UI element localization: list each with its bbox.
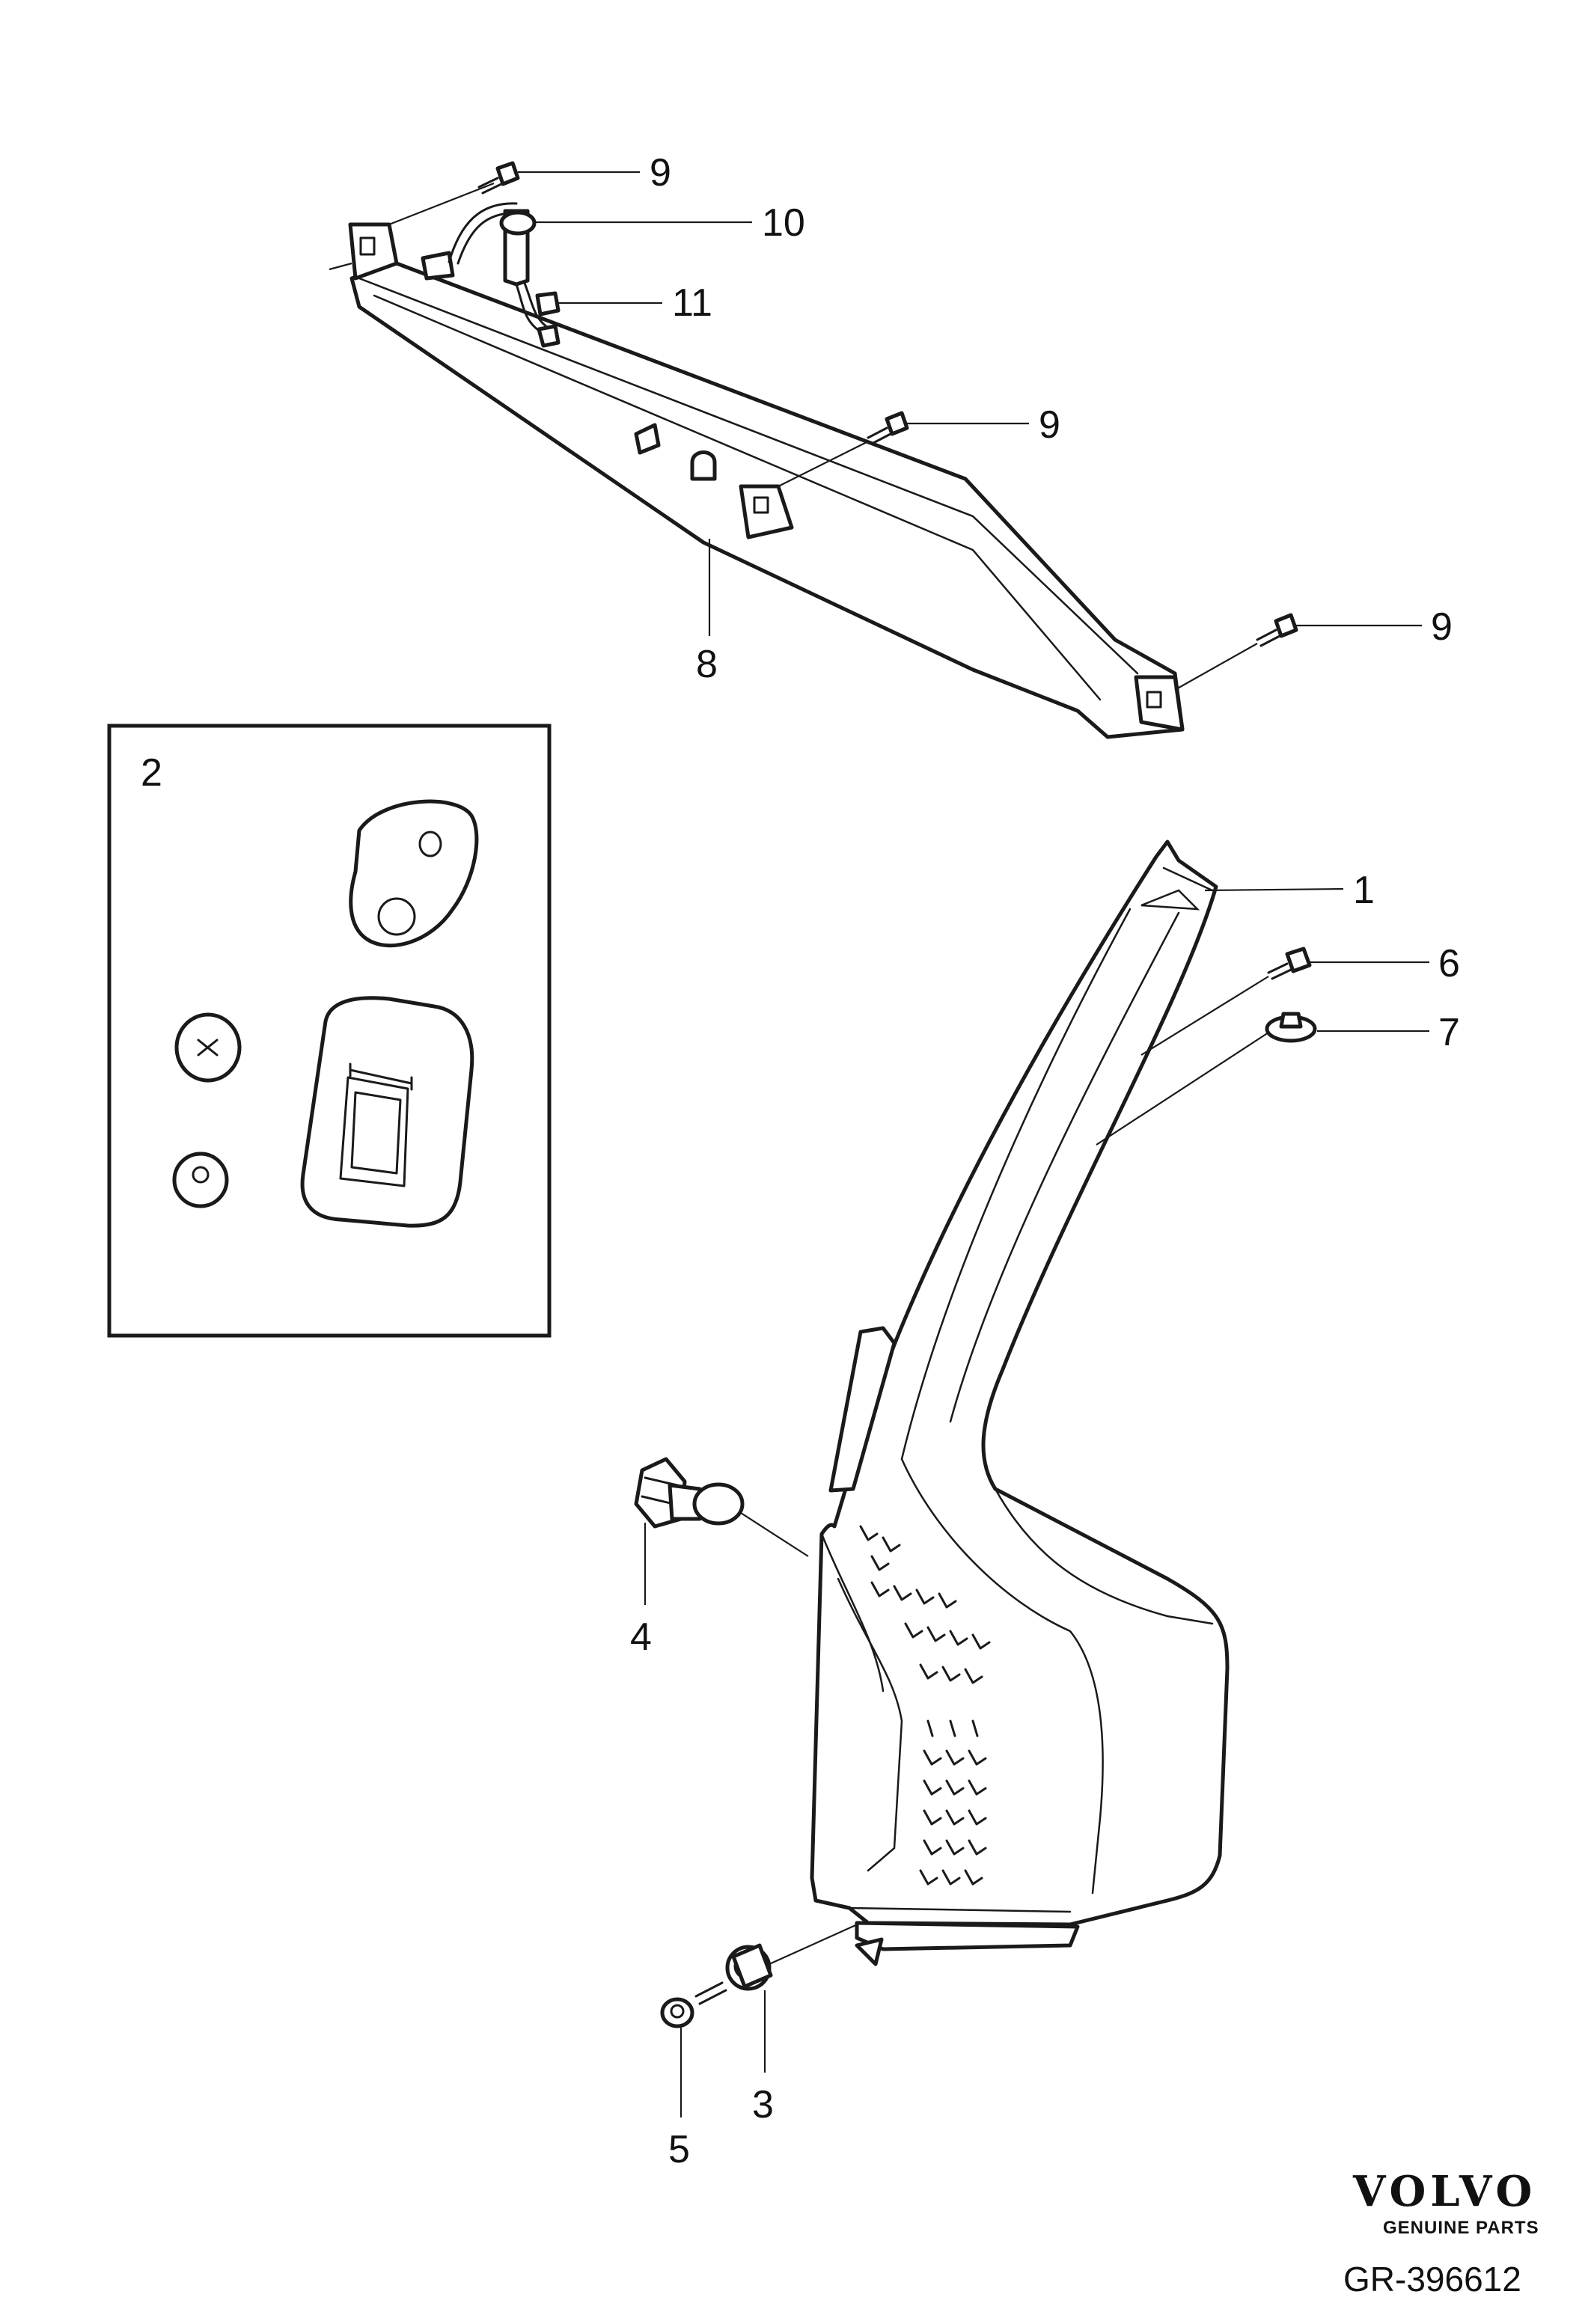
callout-6: 6	[1438, 942, 1460, 985]
screw-9-top	[477, 161, 520, 195]
nut-3	[725, 1943, 773, 1991]
brand-subtitle: GENUINE PARTS	[1383, 2218, 1539, 2238]
callout-7: 7	[1438, 1011, 1460, 1054]
diagram-reference: GR-396612	[1343, 2260, 1521, 2299]
brand-block: VOLVO GENUINE PARTS GR-396612	[1343, 2167, 1539, 2299]
callout-4: 4	[630, 1615, 652, 1659]
bulb-holder	[499, 210, 537, 236]
wiring-harness	[448, 202, 561, 348]
screw-6	[1267, 947, 1312, 980]
callout-10: 10	[762, 201, 805, 245]
callout-labels: 9 10 11 9 9 8 1 6 7 4 3 5 2	[141, 151, 1460, 2171]
bulb-4	[634, 1457, 745, 1529]
inset-kit	[107, 724, 552, 1338]
tail-lamp	[810, 840, 1230, 1966]
screw-9-middle	[867, 411, 909, 445]
callout-3: 3	[752, 2083, 774, 2126]
callout-5: 5	[668, 2128, 690, 2171]
callout-11: 11	[672, 281, 712, 325]
screw-5	[660, 1981, 727, 2028]
callout-9-middle: 9	[1039, 403, 1060, 447]
brake-light-bar	[348, 222, 1185, 739]
inset-label-2: 2	[141, 751, 162, 795]
screw-9-right	[1256, 613, 1298, 647]
callout-9-right: 9	[1431, 605, 1453, 649]
callout-8: 8	[696, 643, 718, 686]
callout-9-top: 9	[650, 151, 671, 195]
led-pattern	[859, 1525, 991, 1886]
brand-logo: VOLVO	[1352, 2167, 1536, 2216]
nut-7	[1265, 1012, 1317, 1043]
callout-1: 1	[1353, 869, 1375, 912]
